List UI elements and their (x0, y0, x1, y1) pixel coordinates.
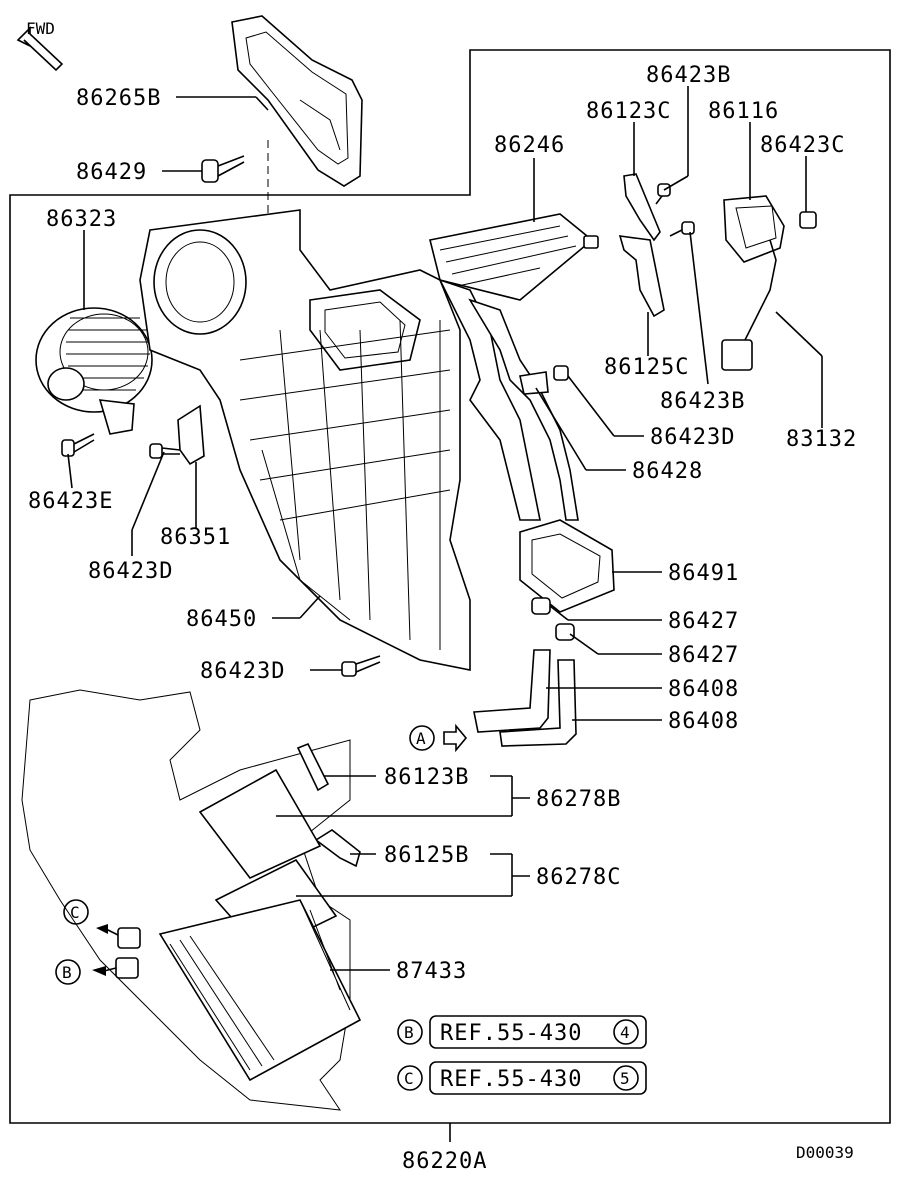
reference-c-text: REF.55-430 (440, 1067, 582, 1092)
label-86423D-left: 86423D (88, 559, 173, 584)
assembly-frame (9, 49, 891, 1124)
lever-86123C-part (623, 173, 661, 242)
label-86125C: 86125C (604, 355, 689, 380)
door-86278B-part (198, 768, 322, 879)
blower-motor-part (35, 307, 153, 435)
label-86246: 86246 (494, 133, 565, 158)
label-86351: 86351 (160, 525, 231, 550)
label-86220A: 86220A (402, 1149, 487, 1174)
clip-86427-icons (531, 597, 575, 641)
callout-c-letter: C (70, 903, 80, 922)
reference-b-circled: 4 (620, 1023, 630, 1042)
heater-core-part (429, 213, 599, 521)
label-86423D-bottom: 86423D (200, 659, 285, 684)
label-86423C: 86423C (760, 133, 845, 158)
screw-86423E-icon (61, 433, 95, 457)
reference-c-letter: C (404, 1069, 414, 1088)
fwd-arrow-icon (16, 26, 64, 72)
diagram-id: D00039 (796, 1143, 854, 1162)
evaporator-87433-part (158, 899, 362, 1082)
lever-86125C-part (618, 235, 665, 318)
screw-86423D-bottom-icon (341, 655, 381, 677)
label-86123C: 86123C (586, 99, 671, 124)
callout-b: B (55, 959, 81, 985)
callout-b-letter: B (62, 963, 72, 982)
actuator-86116-part (721, 195, 817, 371)
label-86408-b: 86408 (668, 709, 739, 734)
label-86423D-right: 86423D (650, 425, 735, 450)
label-86408-a: 86408 (668, 677, 739, 702)
reference-b: B REF.55-430 4 (397, 1015, 647, 1049)
clip-86428-part (519, 365, 569, 395)
label-86423B-top: 86423B (646, 63, 731, 88)
callout-a: A (409, 725, 435, 751)
heater-case-part (139, 209, 471, 671)
label-86427-b: 86427 (668, 643, 739, 668)
screw-86429-icon (201, 140, 269, 230)
label-86278B: 86278B (536, 787, 621, 812)
bracket-86351-part (177, 404, 205, 466)
label-86423E: 86423E (28, 489, 113, 514)
label-86491: 86491 (668, 561, 739, 586)
fitting-icons (92, 924, 141, 979)
lever-86125B-part (314, 829, 361, 868)
lever-86123B-part (296, 742, 330, 792)
hose-86408-part (473, 649, 577, 747)
reference-b-letter: B (404, 1023, 414, 1042)
label-86123B: 86123B (384, 765, 469, 790)
leader-lines (67, 86, 823, 971)
fwd-label: FWD (26, 19, 55, 38)
label-86265B: 86265B (76, 86, 161, 111)
label-86116: 86116 (708, 99, 779, 124)
label-86429: 86429 (76, 160, 147, 185)
arrow-a-icon (443, 723, 468, 753)
label-86427-a: 86427 (668, 609, 739, 634)
label-87433: 87433 (396, 959, 467, 984)
label-86323: 86323 (46, 207, 117, 232)
label-86428: 86428 (632, 459, 703, 484)
lower-case-outline (21, 689, 351, 1111)
duct-part (231, 15, 363, 187)
label-86450: 86450 (186, 607, 257, 632)
label-86423B-mid: 86423B (660, 389, 745, 414)
screw-86423B-icons (655, 183, 695, 237)
label-83132: 83132 (786, 427, 857, 452)
callout-a-letter: A (416, 729, 426, 748)
reference-c-circled: 5 (620, 1069, 630, 1088)
label-86125B: 86125B (384, 843, 469, 868)
reference-b-text: REF.55-430 (440, 1021, 582, 1046)
cover-86491-part (519, 519, 615, 613)
label-86278C: 86278C (536, 865, 621, 890)
callout-c: C (63, 899, 89, 925)
reference-c: C REF.55-430 5 (397, 1061, 647, 1095)
screw-86423D-left-icon (149, 443, 181, 459)
